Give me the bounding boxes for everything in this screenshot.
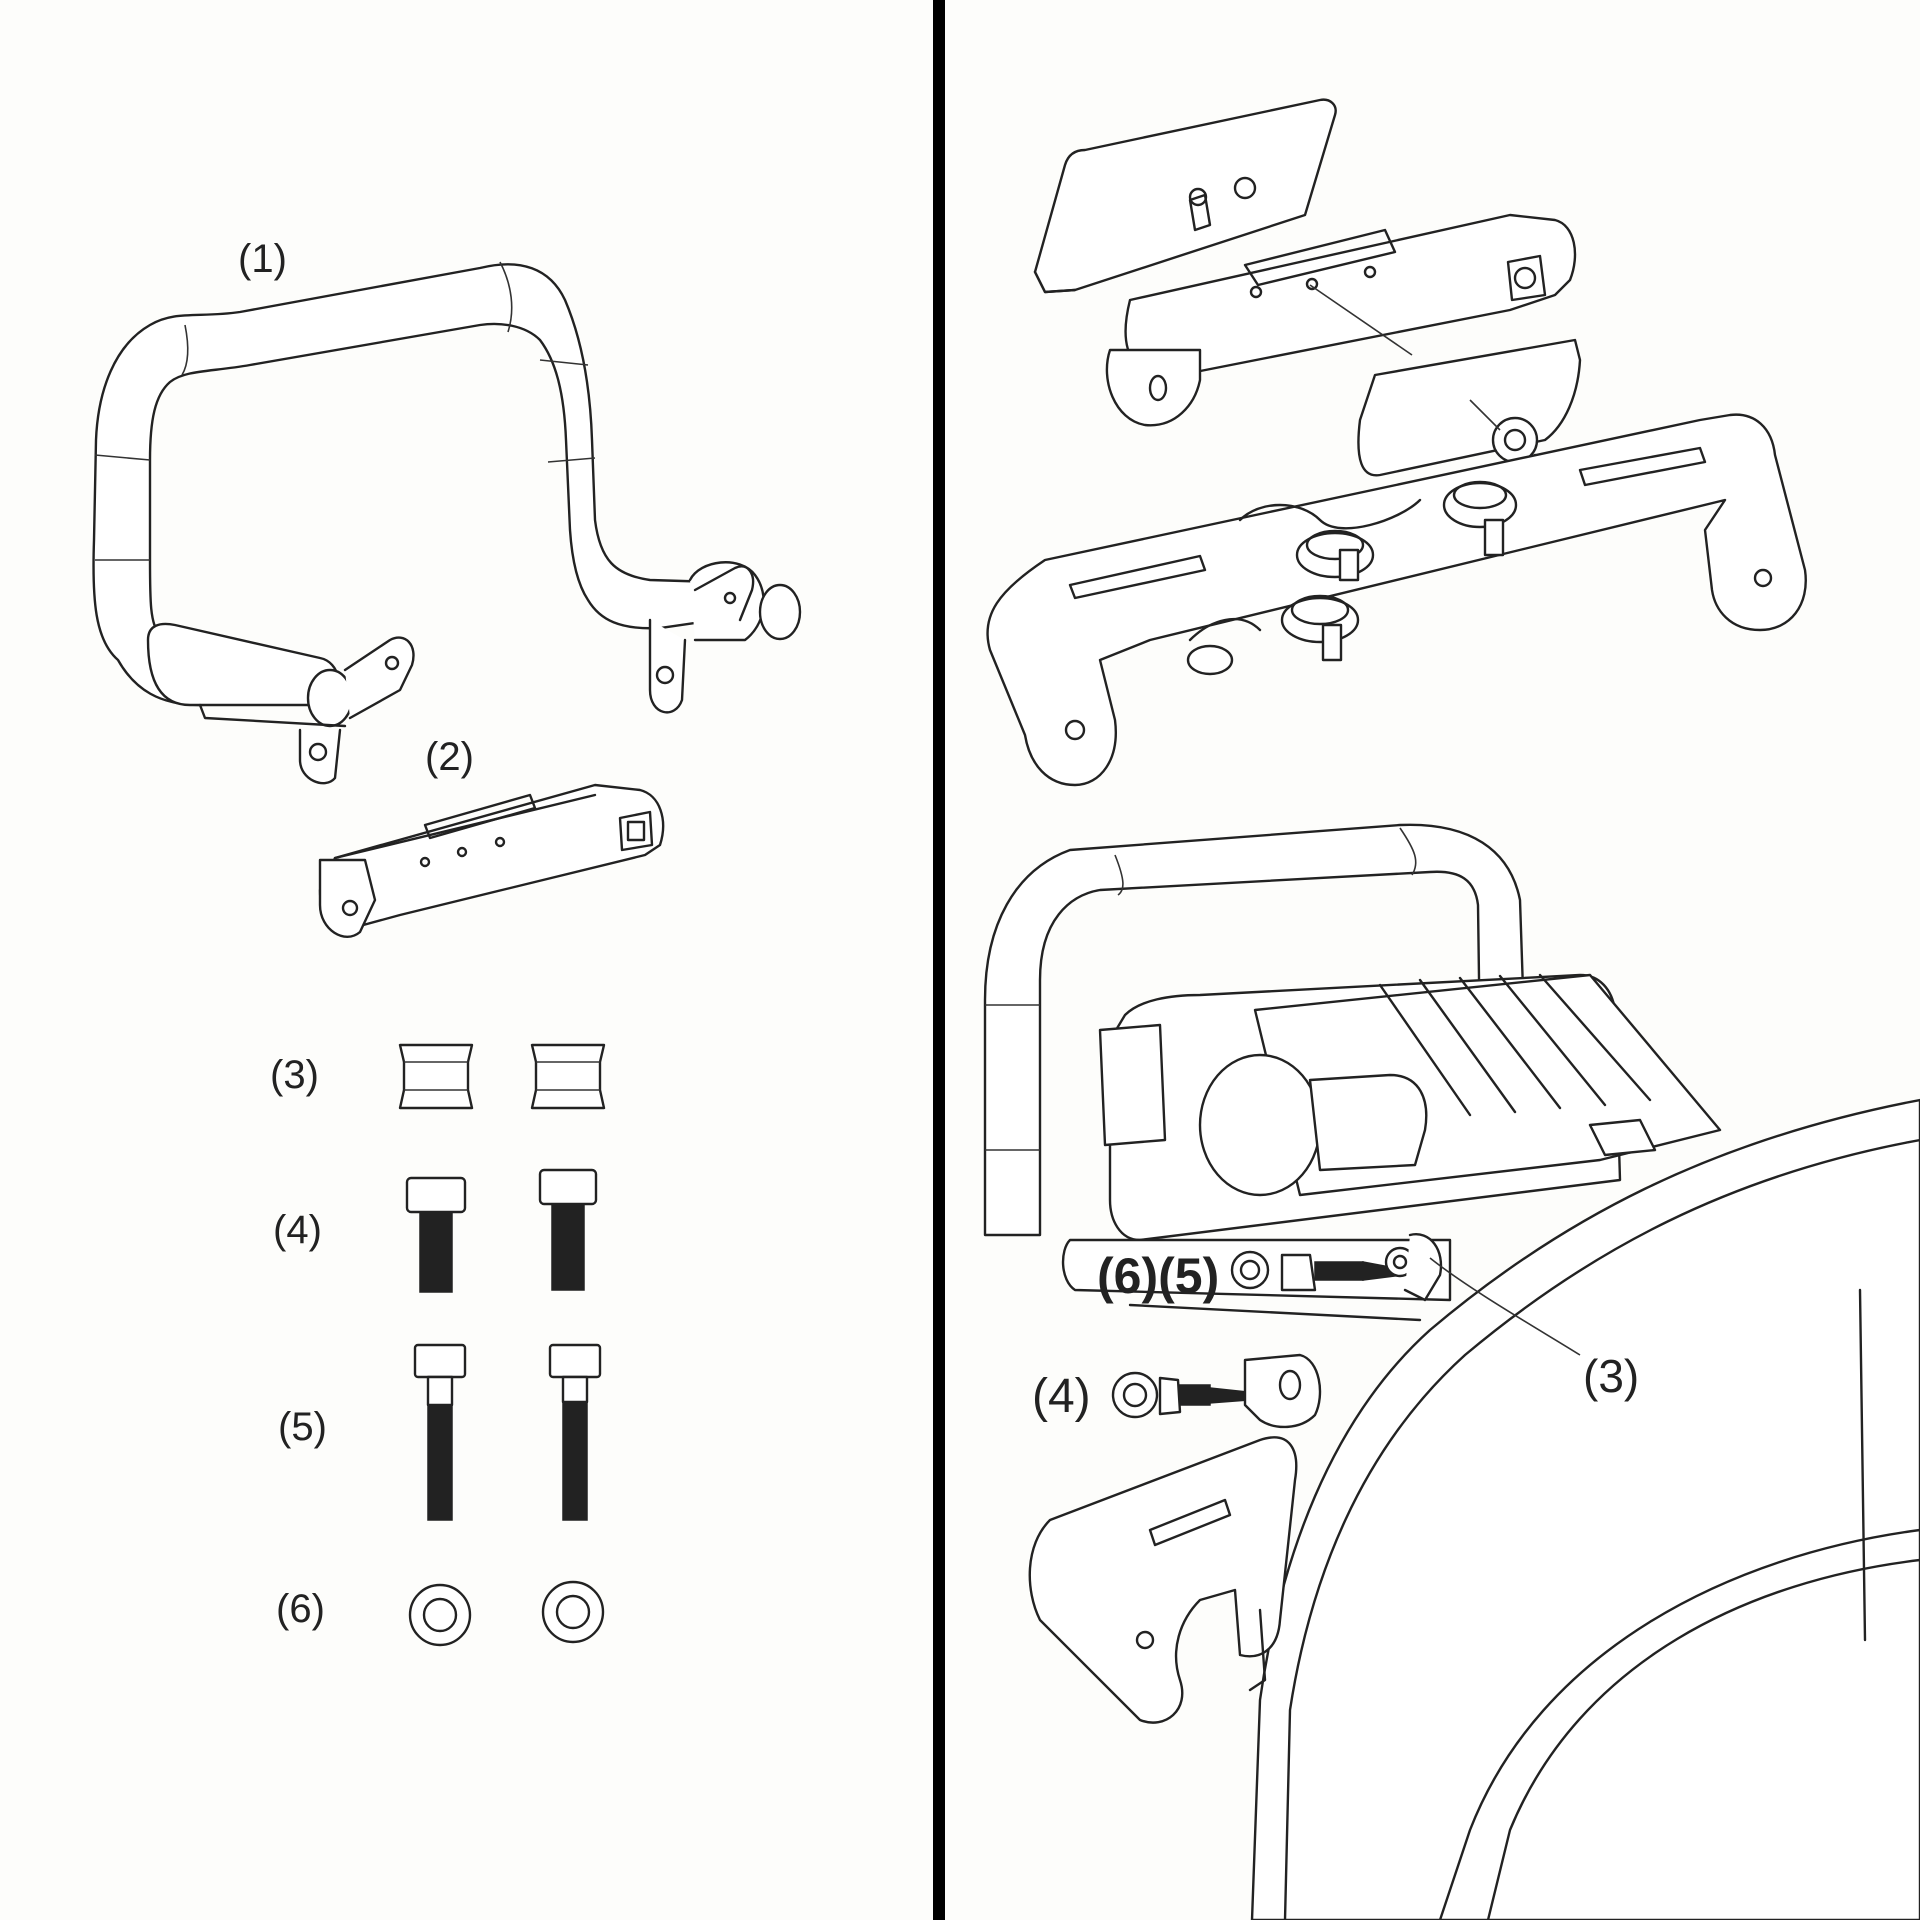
label-part-6: (6) (276, 1587, 325, 1631)
panel-divider (933, 0, 945, 1920)
part-6-washers (408, 1580, 605, 1647)
spacer-leader-line (1429, 1257, 1581, 1356)
label-washer-bolt: (6)(5) (1097, 1248, 1219, 1304)
label-part-5: (5) (278, 1405, 327, 1449)
assembly-panel: (6)(5) (4) (3) (983, 98, 1920, 1920)
label-spacer: (3) (1583, 1350, 1639, 1402)
label-part-4: (4) (273, 1208, 322, 1252)
part-4-short-bolts (405, 1168, 598, 1293)
label-part-2: (2) (425, 735, 474, 779)
parts-panel: (1) (2) (3) (4) (5) (6) (92, 237, 802, 1647)
part-5-long-bolts (413, 1343, 602, 1521)
part-1-handle-bar (92, 261, 802, 785)
part-2-bracket (318, 783, 665, 938)
rubber-grommets (1186, 480, 1518, 676)
label-part-3: (3) (270, 1053, 319, 1097)
installed-handle-view (983, 823, 1920, 1920)
label-part-1: (1) (238, 237, 287, 281)
part-3-spacers (398, 1043, 606, 1110)
bolt-5-with-washer-6 (1230, 1233, 1443, 1302)
exploded-bracket-view (986, 98, 1807, 787)
bolt-4 (1111, 1353, 1322, 1429)
label-short-bolt: (4) (1032, 1370, 1091, 1423)
